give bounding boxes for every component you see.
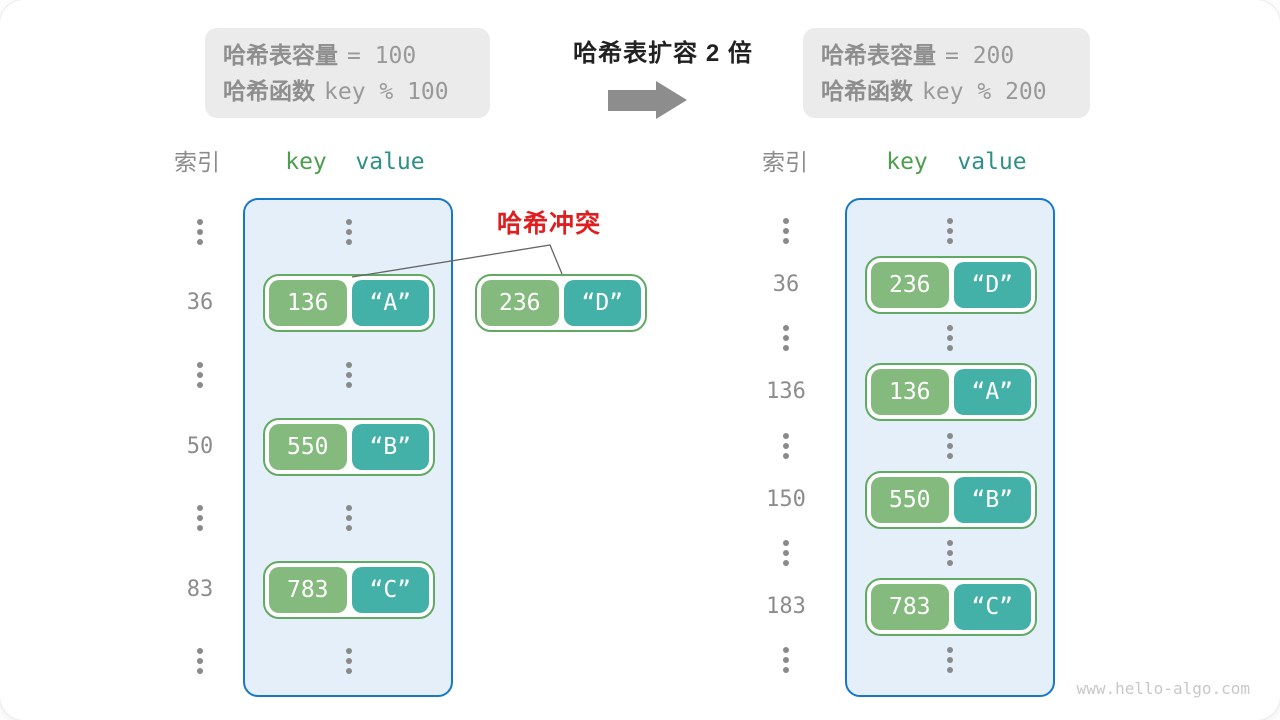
vertical-ellipsis xyxy=(346,219,352,245)
kv-pair: 783 “C” xyxy=(865,578,1037,636)
kv-pair: 136 “A” xyxy=(865,363,1037,421)
value-cell: “C” xyxy=(351,567,429,613)
collision-kv-pair: 236 “D” xyxy=(475,274,647,332)
index-label: 150 xyxy=(766,487,806,512)
expand-arrow-head-icon xyxy=(656,81,687,119)
index-label: 36 xyxy=(186,290,214,315)
key-cell: 236 xyxy=(481,280,559,326)
capacity-line: 哈希表容量 = 200 xyxy=(821,38,1090,74)
hash-function-value: key % 200 xyxy=(922,79,1047,105)
vertical-ellipsis xyxy=(197,648,203,674)
vertical-ellipsis xyxy=(197,219,203,245)
key-header-left: key xyxy=(285,149,327,175)
index-label: 183 xyxy=(766,594,806,619)
kv-pair: 550 “B” xyxy=(263,418,435,476)
value-header-right: value xyxy=(957,149,1027,175)
kv-pair: 783 “C” xyxy=(263,561,435,619)
hash-function-value: key % 100 xyxy=(324,79,449,105)
key-header-right: key xyxy=(886,149,928,175)
key-cell: 136 xyxy=(871,369,949,415)
hash-function-label: 哈希函数 xyxy=(821,78,913,104)
capacity-value: = 200 xyxy=(945,43,1015,69)
vertical-ellipsis xyxy=(197,362,203,388)
expand-title: 哈希表扩容 2 倍 xyxy=(573,40,753,67)
value-cell: “A” xyxy=(351,280,429,326)
vertical-ellipsis xyxy=(947,218,953,244)
capacity-value: = 100 xyxy=(347,43,417,69)
hash-function-line: 哈希函数 key % 100 xyxy=(223,74,490,110)
value-cell: “B” xyxy=(953,477,1031,523)
key-cell: 236 xyxy=(871,262,949,308)
vertical-ellipsis xyxy=(783,540,789,566)
capacity-label: 哈希表容量 xyxy=(821,42,936,68)
index-header-right: 索引 xyxy=(762,149,808,175)
index-label: 136 xyxy=(766,379,806,404)
capacity-label: 哈希表容量 xyxy=(223,42,338,68)
index-header-left: 索引 xyxy=(174,149,220,175)
vertical-ellipsis xyxy=(783,325,789,351)
value-cell: “B” xyxy=(351,424,429,470)
vertical-ellipsis xyxy=(947,540,953,566)
hash-function-label: 哈希函数 xyxy=(223,78,315,104)
vertical-ellipsis xyxy=(346,505,352,531)
hash-function-line: 哈希函数 key % 200 xyxy=(821,74,1090,110)
key-cell: 550 xyxy=(269,424,347,470)
vertical-ellipsis xyxy=(947,647,953,673)
key-cell: 550 xyxy=(871,477,949,523)
capacity-line: 哈希表容量 = 100 xyxy=(223,38,490,74)
value-cell: “D” xyxy=(953,262,1031,308)
index-label: 50 xyxy=(186,434,214,459)
key-cell: 783 xyxy=(871,584,949,630)
vertical-ellipsis xyxy=(947,433,953,459)
kv-pair: 550 “B” xyxy=(865,471,1037,529)
index-label: 36 xyxy=(772,272,800,297)
vertical-ellipsis xyxy=(783,647,789,673)
vertical-ellipsis xyxy=(346,362,352,388)
config-box-right: 哈希表容量 = 200 哈希函数 key % 200 xyxy=(803,28,1090,118)
index-label: 83 xyxy=(186,577,214,602)
key-cell: 136 xyxy=(269,280,347,326)
kv-pair: 136 “A” xyxy=(263,274,435,332)
vertical-ellipsis xyxy=(197,505,203,531)
value-cell: “C” xyxy=(953,584,1031,630)
hash-collision-label: 哈希冲突 xyxy=(496,210,601,238)
value-cell: “A” xyxy=(953,369,1031,415)
kv-pair: 236 “D” xyxy=(865,256,1037,314)
value-cell: “D” xyxy=(563,280,641,326)
vertical-ellipsis xyxy=(346,648,352,674)
vertical-ellipsis xyxy=(783,218,789,244)
config-box-left: 哈希表容量 = 100 哈希函数 key % 100 xyxy=(205,28,490,118)
vertical-ellipsis xyxy=(783,433,789,459)
key-cell: 783 xyxy=(269,567,347,613)
value-header-left: value xyxy=(355,149,425,175)
vertical-ellipsis xyxy=(947,325,953,351)
expand-arrow-icon xyxy=(608,90,658,111)
watermark: www.hello-algo.com xyxy=(1076,679,1250,698)
